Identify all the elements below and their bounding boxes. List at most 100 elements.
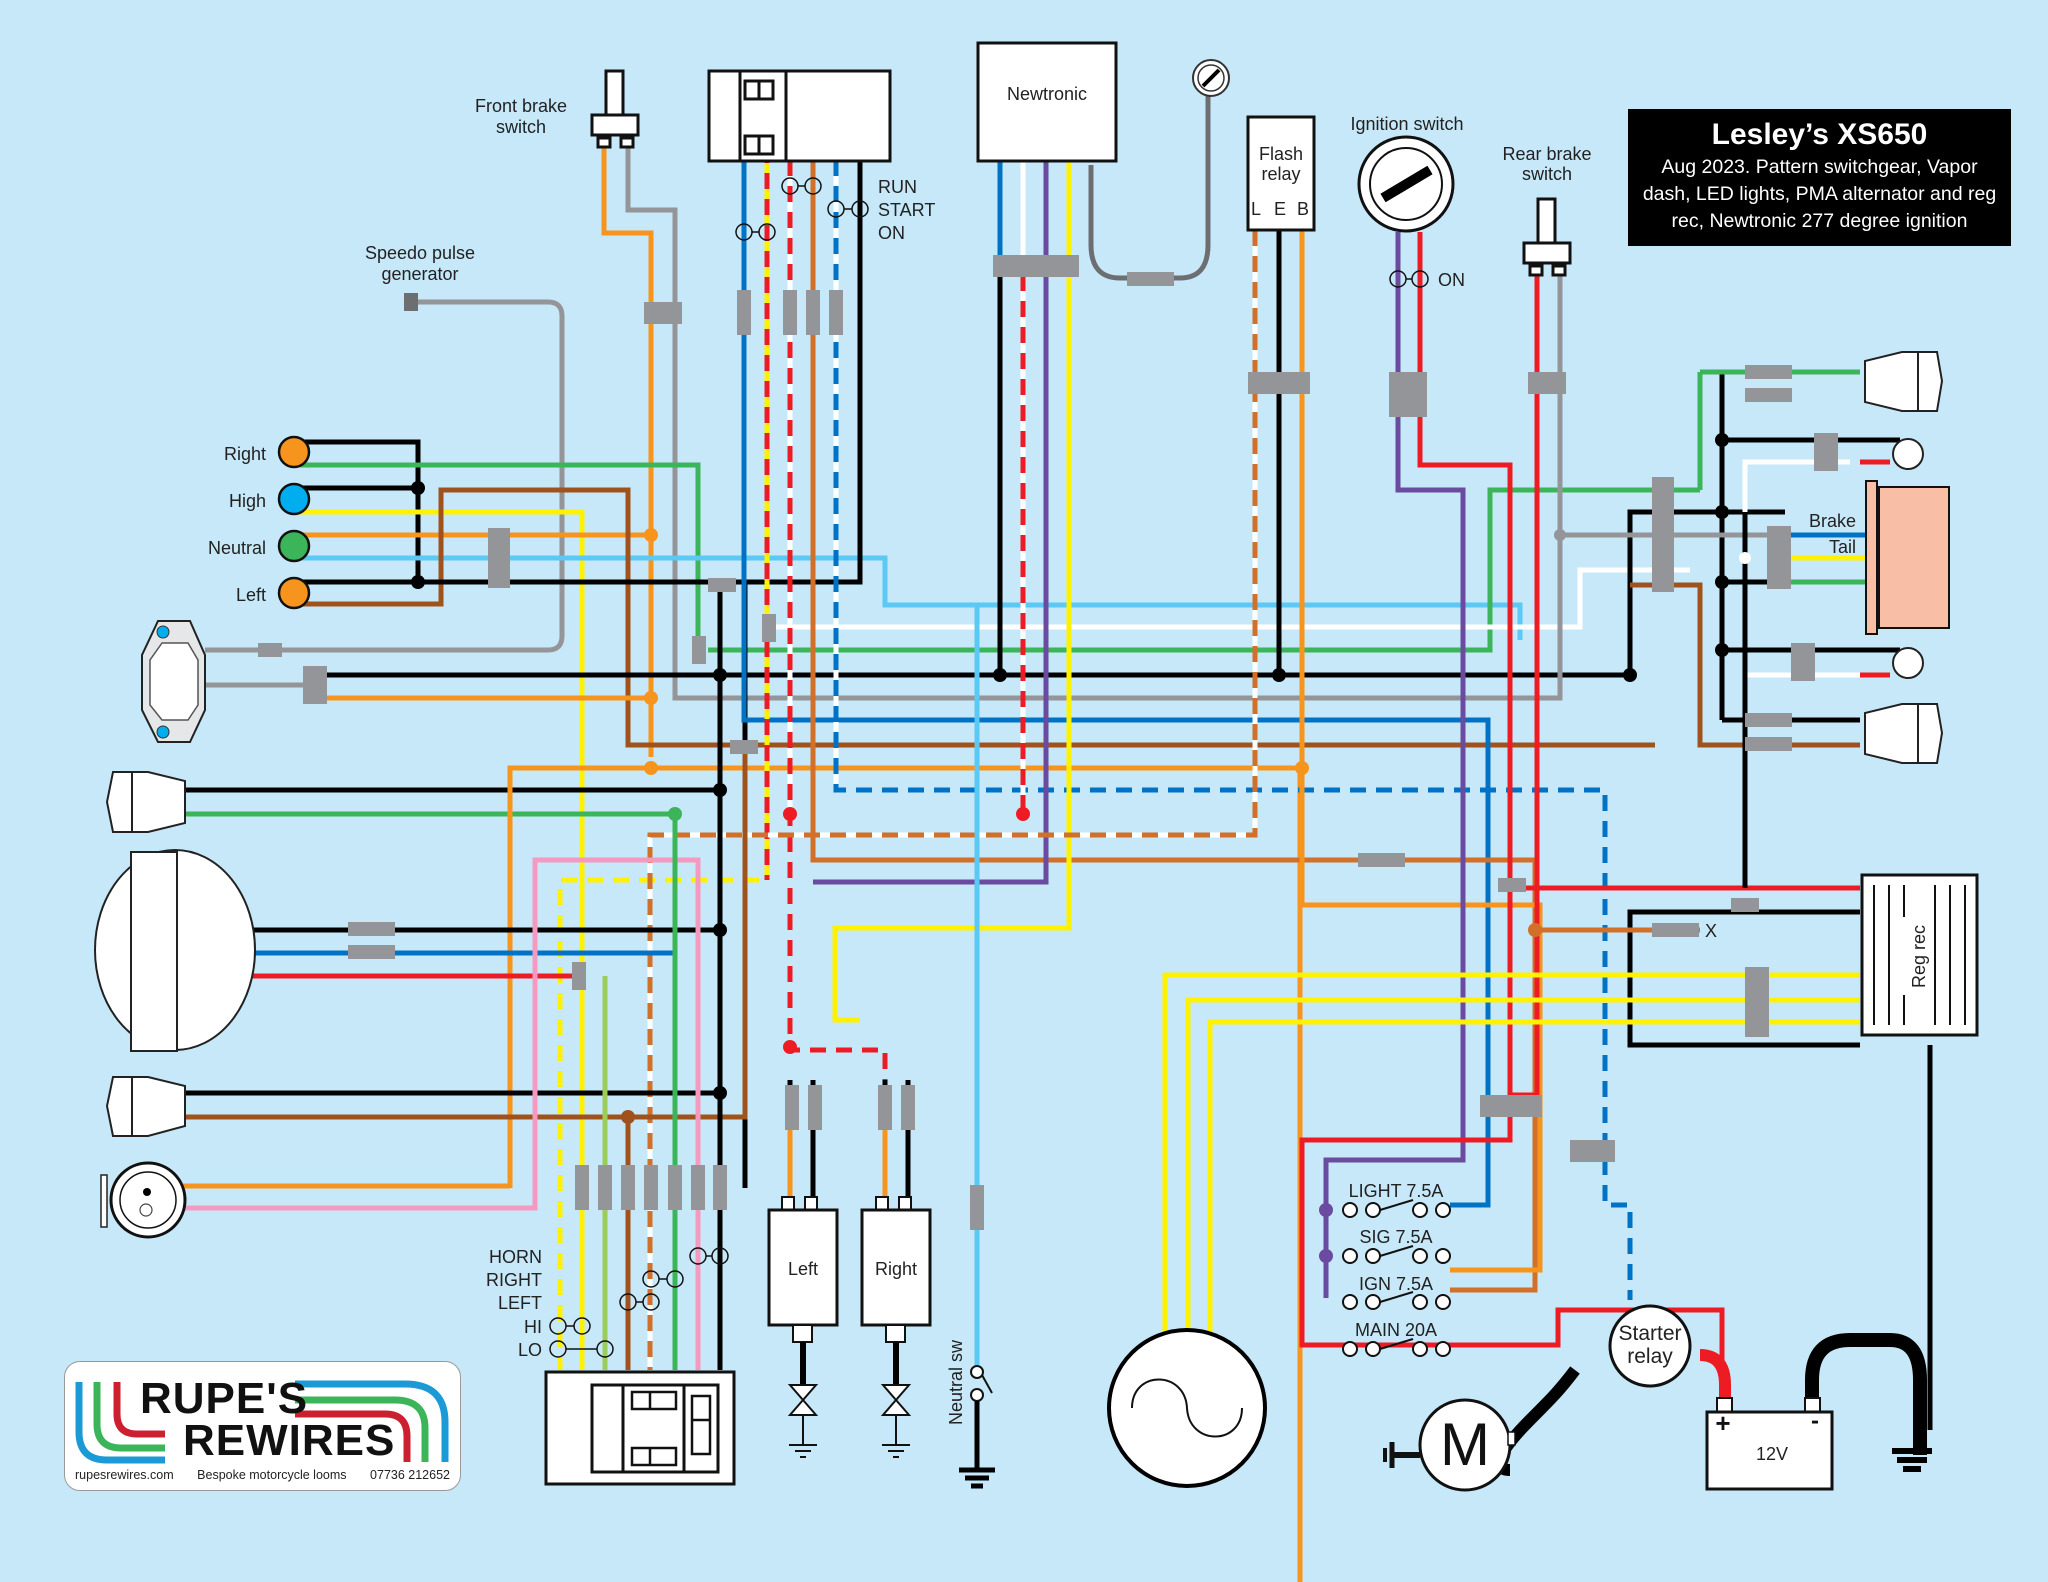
- connector: [1791, 643, 1815, 681]
- switch-pos-start: START: [878, 200, 935, 220]
- connector: [1480, 1095, 1542, 1117]
- wire-white-tail: [770, 567, 1690, 630]
- pickup-icon: [1192, 59, 1230, 97]
- connector: [1767, 526, 1791, 589]
- switch-pos-right: RIGHT: [486, 1270, 542, 1290]
- wire-dash-neutral-lightblue: [300, 555, 1523, 640]
- connector: [1570, 1140, 1615, 1162]
- front-brake-switch: [590, 69, 640, 149]
- wire-switch-tan: [810, 160, 1538, 1293]
- connector: [783, 290, 797, 335]
- switch-pos-hi: HI: [524, 1317, 542, 1337]
- alternator-icon: [1107, 1328, 1267, 1488]
- t-connector: [1731, 898, 1759, 912]
- ignition-switch-icon: [1357, 135, 1455, 233]
- headlight-icon: [94, 849, 256, 1052]
- fuse-light: [1342, 1199, 1451, 1218]
- ignition-contact: [1389, 270, 1429, 288]
- connector: [488, 528, 510, 588]
- connector: [829, 290, 843, 335]
- logo-website[interactable]: rupesrewires.com: [75, 1468, 174, 1482]
- switch-pos-on: ON: [878, 223, 905, 243]
- neutral-switch-icon: [959, 1365, 995, 1489]
- neutral-switch-label: Neutral sw: [946, 1339, 966, 1425]
- front-left-indicator-icon: [105, 1076, 186, 1137]
- connector: [348, 922, 395, 936]
- wire-battery-negative: [1805, 1333, 1927, 1455]
- wire-stator-yellow: [1162, 972, 1860, 1335]
- dash-light-right: Right: [224, 444, 266, 464]
- fuse-light-label: LIGHT 7.5A: [1349, 1181, 1444, 1201]
- wire-battery-positive: [1699, 1349, 1731, 1410]
- fuse-main-label: MAIN 20A: [1355, 1320, 1437, 1340]
- flash-relay-box: [1246, 115, 1316, 232]
- front-brake-label-b: switch: [496, 117, 546, 137]
- wire-dash-high-yellow: [300, 509, 585, 1370]
- title-box: Lesley’s XS650 Aug 2023. Pattern switchg…: [1628, 109, 2011, 246]
- switch-pos-run: RUN: [878, 177, 917, 197]
- logo-line-1: RUPE'S: [140, 1374, 309, 1423]
- t-connector: [708, 578, 736, 592]
- rear-right-indicator-icon: [1864, 351, 1944, 412]
- rupes-rewires-logo: RUPE'S REWIRES rupesrewires.com Bespoke …: [64, 1361, 461, 1491]
- junction-dots: [411, 433, 1751, 1263]
- starter-motor-icon: [1383, 1398, 1516, 1492]
- flash-relay-pin-E: E: [1274, 199, 1286, 219]
- wire-newtronic-yellow: [832, 160, 1072, 1023]
- connector: [901, 1085, 915, 1130]
- wire-switch-red-white: [787, 160, 888, 1095]
- front-right-indicator-icon: [105, 771, 186, 833]
- reg-rec-label: Reg rec: [1909, 925, 1929, 988]
- tail-light-icon: [1865, 480, 1950, 635]
- reg-rec-icon: [1860, 873, 1979, 1037]
- t-connector: [730, 740, 758, 754]
- battery-voltage: 12V: [1756, 1444, 1788, 1464]
- battery-icon: [1705, 1397, 1834, 1491]
- tail-brake-label: Brake: [1809, 511, 1856, 531]
- high-beam-light-icon: [277, 482, 311, 516]
- wire-speedo: [205, 299, 565, 653]
- connector: [348, 945, 395, 959]
- connector: [1127, 272, 1174, 286]
- newtronic-box: [976, 41, 1118, 163]
- wire-front-brake-orange: [601, 145, 654, 757]
- lhs-switch-connectors: [575, 1165, 727, 1210]
- horn-icon: [100, 1161, 187, 1239]
- plate-light-top-icon: [1892, 438, 1924, 470]
- logo-stripes-icon: [75, 1380, 449, 1464]
- flash-relay-label-2: relay: [1261, 164, 1300, 184]
- speedo-label-b: generator: [381, 264, 458, 284]
- wire-switch-blue: [741, 160, 1491, 1208]
- tail-tail-label: Tail: [1829, 537, 1856, 557]
- rear-brake-switch: [1522, 197, 1572, 277]
- fuse-main: [1342, 1338, 1451, 1357]
- wire-newtronic-purple: [813, 160, 1049, 885]
- fuse-ign: [1342, 1291, 1451, 1310]
- rear-right-indicator-label: Right: [875, 1259, 917, 1279]
- connector: [737, 290, 751, 335]
- logo-phone: 07736 212652: [370, 1468, 450, 1482]
- wire-dash-left-brown: [300, 487, 1655, 748]
- newtronic-label: Newtronic: [1007, 84, 1087, 104]
- connector: [993, 255, 1079, 277]
- rear-brake-switch-label-1: Rear brake: [1502, 144, 1591, 164]
- wire-horn-orange-drops: [787, 1095, 888, 1200]
- connector: [1389, 372, 1427, 417]
- wire-front-left-ind-brown: [145, 745, 748, 1120]
- ignition-on-label: ON: [1438, 270, 1465, 290]
- front-brake-label-a: Front brake: [475, 96, 567, 116]
- left-handlebar-switch: [544, 1370, 736, 1486]
- wire-plate-lights-red: [1860, 459, 1890, 678]
- rear-left-indicator-unit: [767, 1196, 839, 1458]
- flash-relay-pin-L: L: [1251, 199, 1261, 219]
- starter-relay-icon: [1608, 1304, 1692, 1388]
- rear-left-indicator-icon: [1864, 703, 1944, 764]
- connector: [1652, 923, 1699, 937]
- connector: [1745, 365, 1792, 379]
- connector: [970, 1185, 984, 1230]
- connector: [1248, 372, 1310, 394]
- wire-horn-pink: [145, 857, 701, 1370]
- connector: [303, 666, 327, 704]
- starter-relay-label-2: relay: [1627, 1345, 1673, 1368]
